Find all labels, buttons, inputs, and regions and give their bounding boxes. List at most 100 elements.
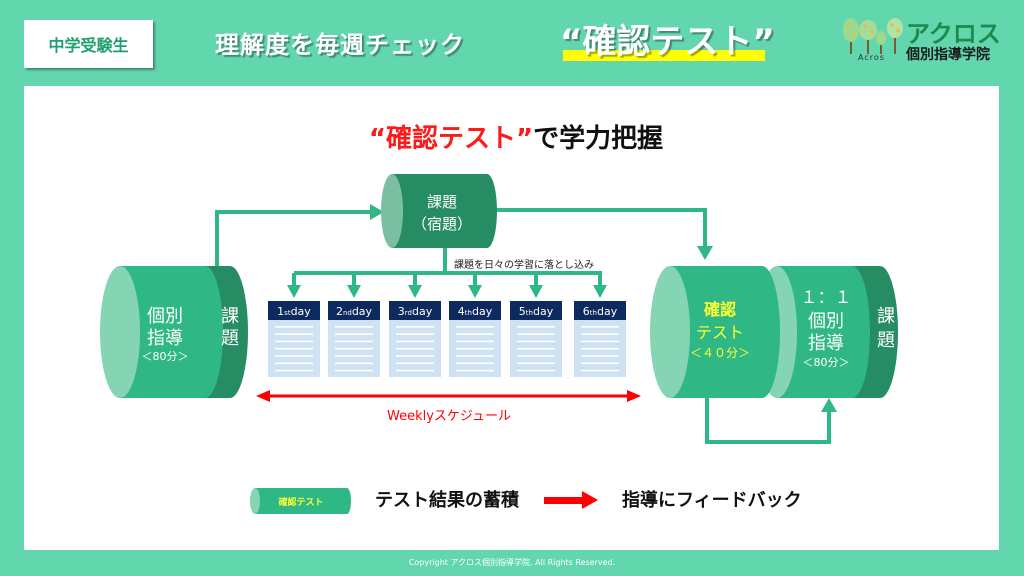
day-cards: 1stday 2ndday 3rdday 4thday 5thday 6thday: [268, 301, 626, 377]
connector-test-to-lesson: [705, 396, 837, 444]
day-card-3: 3rdday: [389, 301, 441, 377]
day-card-line: [517, 340, 555, 343]
day-card-line: [335, 362, 373, 365]
day-card-line: [581, 333, 619, 335]
legend-chip-label: 確認テスト: [278, 496, 323, 508]
day-card-header: [510, 301, 562, 320]
day-card-line: [275, 333, 313, 335]
right-cyl-side1: 課: [877, 306, 895, 327]
day-drop-arrowhead: [529, 285, 543, 298]
day-card-line: [456, 347, 494, 350]
day-card-line: [335, 326, 373, 328]
day-card-line: [517, 347, 555, 350]
day-card-5: 5thday: [510, 301, 562, 377]
day-card-header: [268, 301, 320, 320]
day-card-line: [581, 362, 619, 365]
day-card-line: [396, 347, 434, 350]
day-card-label: 1stday: [277, 305, 311, 318]
cylinder-homework: 課題 （宿題）: [381, 174, 497, 248]
day-card-line: [517, 369, 555, 372]
main-title-highlight: “確認テスト”: [368, 124, 534, 154]
day-card-line: [581, 347, 619, 350]
legend-accumulate: テスト結果の蓄積: [375, 490, 519, 511]
main-title: “確認テスト”で学力把握: [0, 118, 1024, 155]
day-card-label: 6thday: [583, 305, 618, 318]
day-card-line: [456, 340, 494, 343]
cylinder-individual-lesson: 個別 指導 ＜80分＞ 課 題: [100, 266, 248, 398]
day-card-line: [517, 326, 555, 328]
day-card-line: [275, 369, 313, 372]
tree-logo-icon: [843, 18, 903, 54]
day-card-line: [335, 369, 373, 372]
day-card-line: [456, 355, 494, 357]
day-card-line: [396, 326, 434, 328]
day-card-line: [456, 362, 494, 365]
left-cyl-line2: 指導: [147, 328, 183, 349]
day-drop-arrowhead: [347, 285, 361, 298]
day-card-line: [581, 326, 619, 328]
day-card-line: [275, 340, 313, 343]
day-drop-arrowhead: [593, 285, 607, 298]
logo-roman: Acros: [858, 53, 885, 62]
right-cyl-line1: 個別: [808, 311, 844, 332]
day-card-line: [275, 347, 313, 350]
day-card-line: [517, 362, 555, 365]
day-card-line: [335, 333, 373, 335]
day-card-line: [517, 355, 555, 357]
day-card-line: [396, 369, 434, 372]
weekly-label: Weeklyスケジュール: [387, 409, 511, 424]
header-subtitle: 理解度を毎週チェック: [215, 31, 465, 59]
right-cyl-ratio: １：１: [801, 288, 852, 308]
day-drop-arrowhead: [468, 285, 482, 298]
day-card-line: [275, 326, 313, 328]
footer-copyright: Copyright アクロス個別指導学院. All Rights Reserve…: [408, 558, 616, 567]
day-card-header: [328, 301, 380, 320]
day-card-line: [335, 355, 373, 357]
day-card-4: 4thday: [449, 301, 501, 377]
day-card-header: [574, 301, 626, 320]
connector-homework-to-test: [495, 208, 713, 260]
test-cyl-line2: テスト: [696, 323, 744, 342]
homework-line1: 課題: [427, 193, 457, 211]
headline-highlight-bar: [563, 50, 765, 61]
logo-name: アクロス: [906, 20, 1001, 48]
right-cyl-line2: 指導: [808, 333, 844, 354]
day-card-header: [389, 301, 441, 320]
day-card-line: [456, 333, 494, 335]
day-card-line: [335, 340, 373, 343]
legend-chip: 確認テスト: [250, 488, 351, 514]
left-cyl-side2: 題: [221, 328, 239, 349]
legend-red-arrow-icon: [544, 491, 598, 509]
day-card-line: [581, 355, 619, 357]
day-card-line: [517, 333, 555, 335]
category-badge: 中学受験生: [24, 20, 153, 68]
day-card-2: 2ndday: [328, 301, 380, 377]
day-card-line: [275, 362, 313, 365]
left-cyl-side1: 課: [221, 306, 239, 327]
day-card-line: [581, 340, 619, 343]
cylinder-check-test: 確認 テスト ＜４０分＞: [650, 266, 780, 398]
day-card-label: 4thday: [458, 305, 493, 318]
day-card-line: [456, 326, 494, 328]
day-card-line: [456, 369, 494, 372]
connector-homework-to-days: [287, 248, 607, 298]
day-card-line: [396, 333, 434, 335]
logo-subtitle: 個別指導学院: [906, 47, 990, 63]
right-cyl-duration: ＜80分＞: [803, 356, 850, 369]
homework-line2: （宿題）: [412, 215, 472, 233]
main-title-rest: で学力把握: [533, 124, 664, 154]
day-card-label: 2ndday: [336, 305, 373, 318]
legend-feedback: 指導にフィードバック: [622, 490, 802, 511]
header-headline: “確認テスト”: [560, 22, 775, 62]
day-card-header: [449, 301, 501, 320]
right-cyl-side2: 題: [877, 330, 895, 351]
homework-caption: 課題を日々の学習に落とし込み: [454, 258, 594, 271]
day-card-label: 3rdday: [398, 305, 433, 318]
day-card-label: 5thday: [519, 305, 554, 318]
day-card-line: [275, 355, 313, 357]
day-card-line: [396, 340, 434, 343]
day-drop-arrowhead: [287, 285, 301, 298]
day-card-line: [335, 347, 373, 350]
left-cyl-duration: ＜80分＞: [142, 350, 189, 363]
